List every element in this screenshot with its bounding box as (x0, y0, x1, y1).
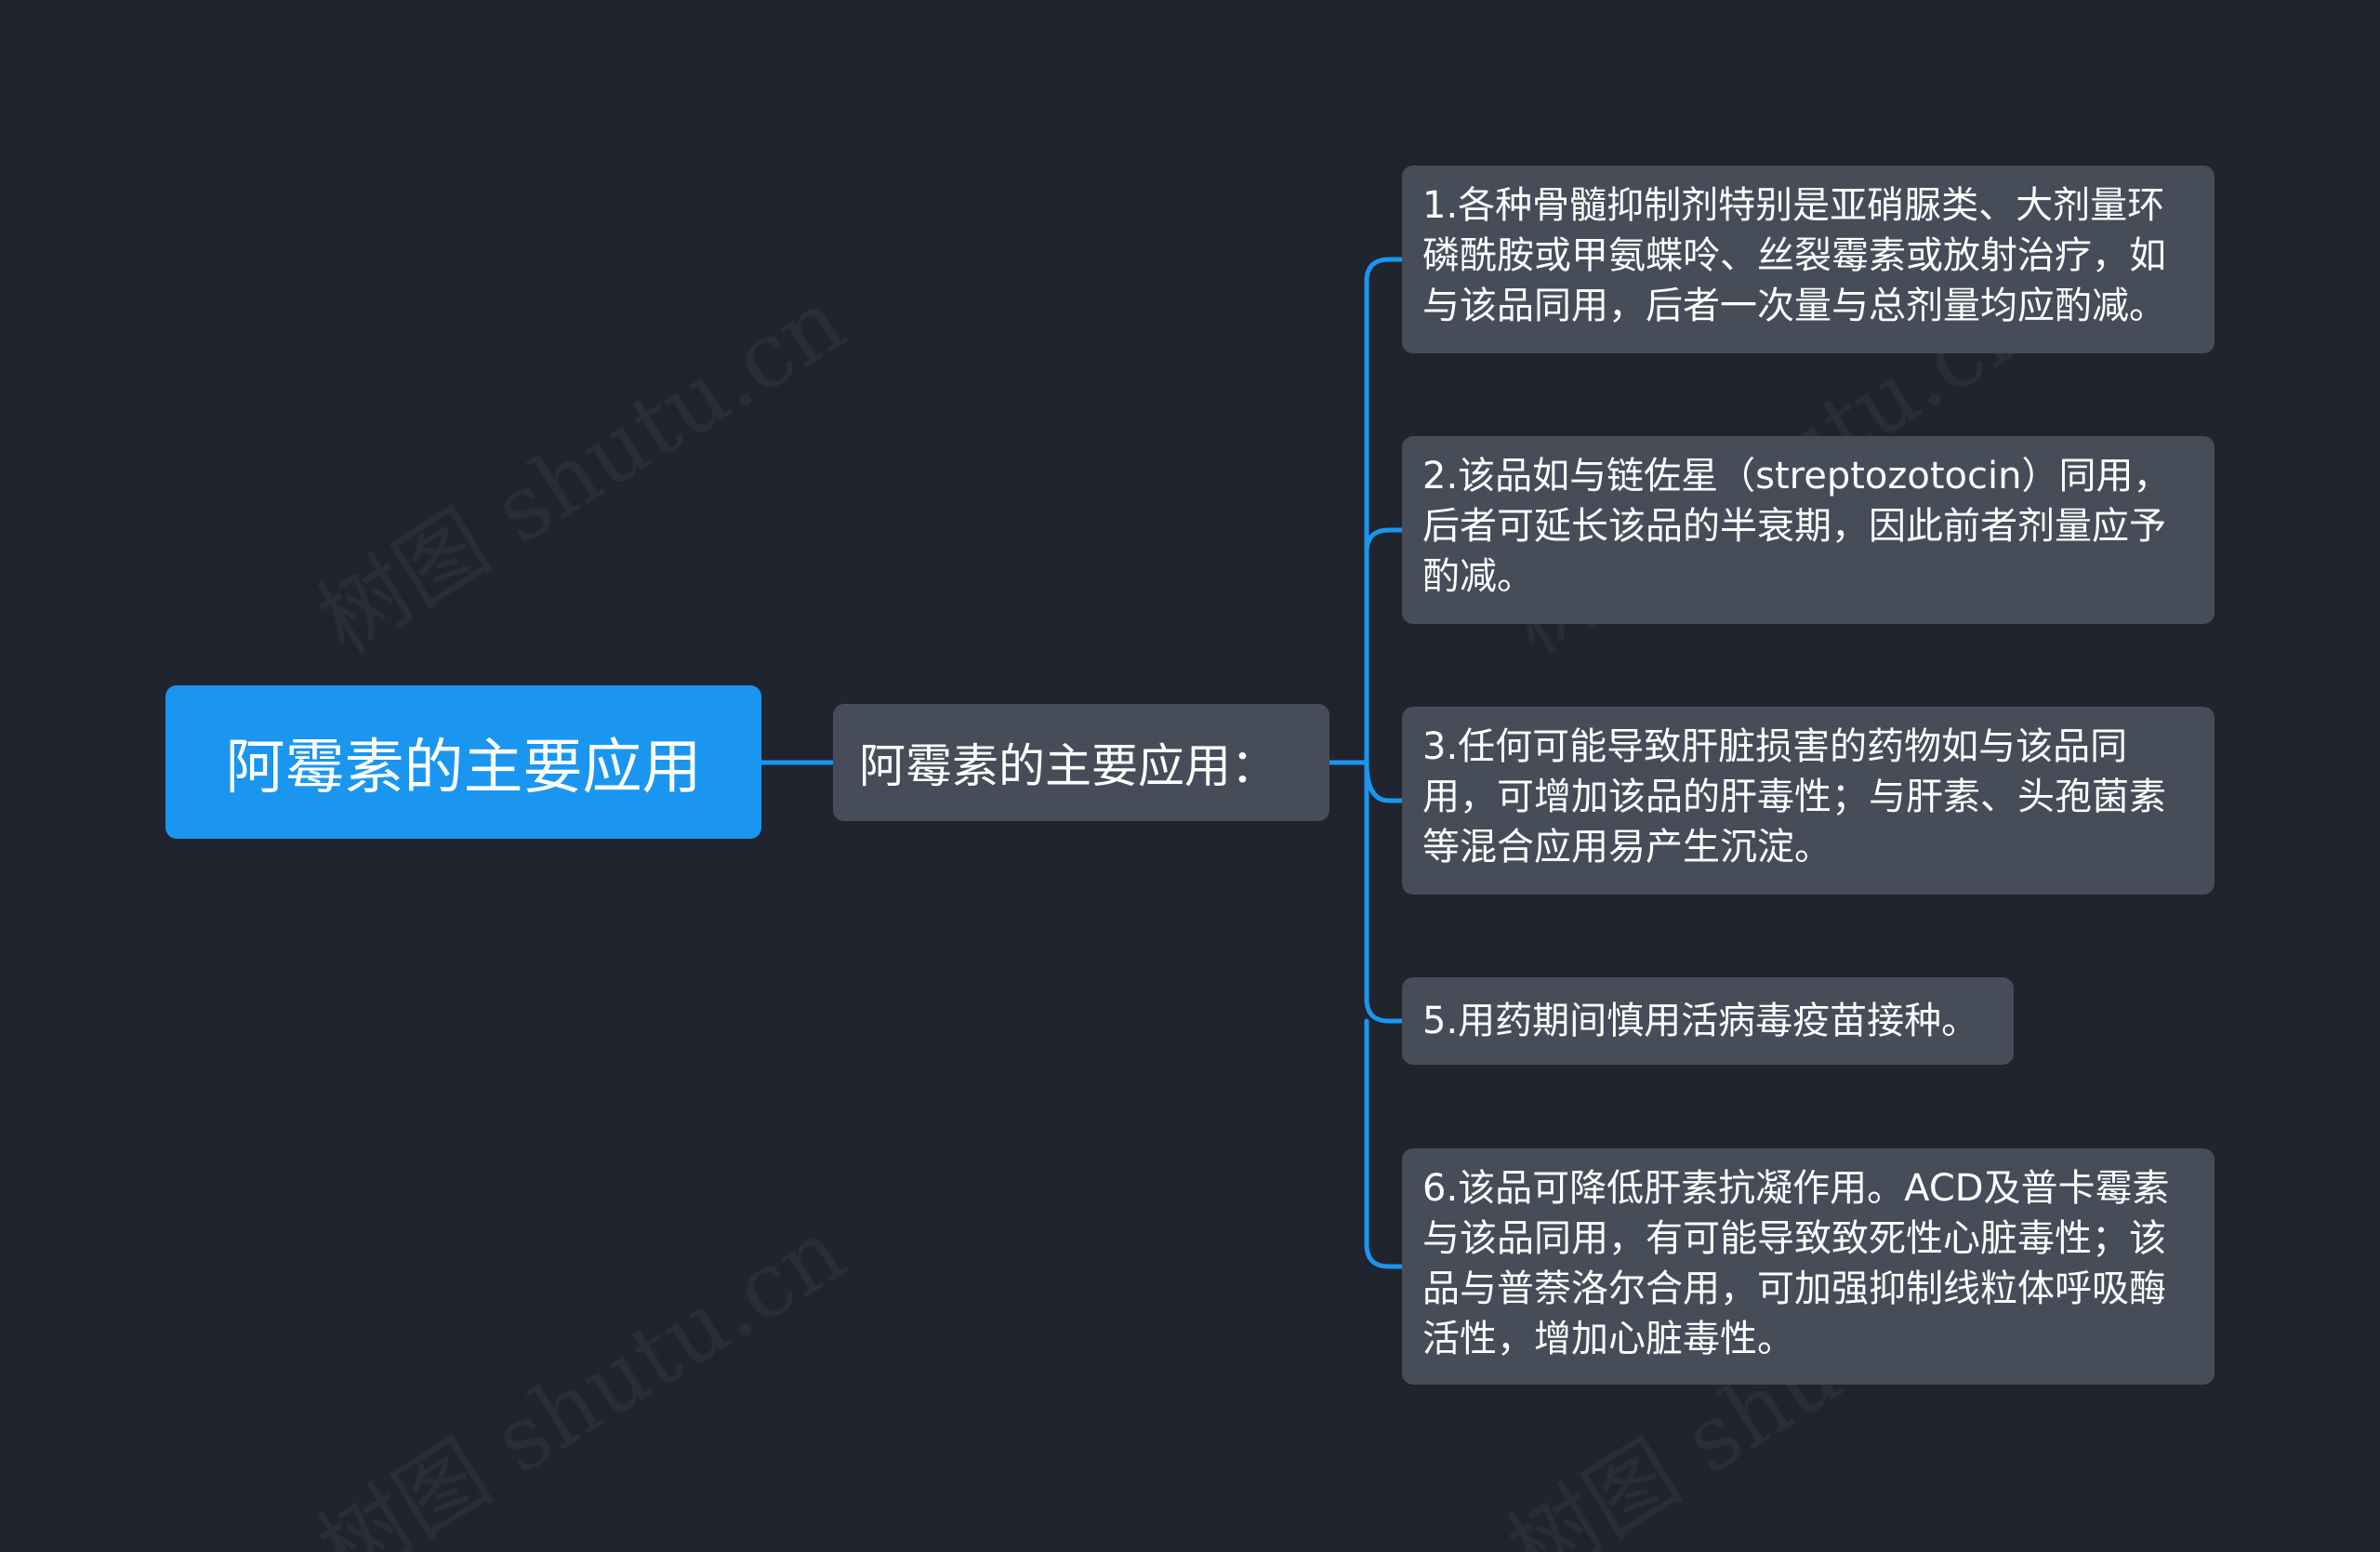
root-topic-node[interactable]: 阿霉素的主要应用 (165, 685, 761, 839)
connector-leaf-1 (1364, 257, 1405, 765)
connector-leaf-5 (1364, 1018, 1405, 1269)
leaf-topic-node-3[interactable]: 3.任何可能导致肝脏损害的药物如与该品同用，可增加该品的肝毒性；与肝素、头孢菌素… (1402, 707, 2215, 895)
leaf-topic-node-5[interactable]: 5.用药期间慎用活病毒疫苗接种。 (1402, 977, 2014, 1065)
leaf-topic-node-1[interactable]: 1.各种骨髓抑制剂特别是亚硝脲类、大剂量环磷酰胺或甲氨蝶呤、丝裂霉素或放射治疗，… (1402, 166, 2215, 353)
connector-leaf-4 (1364, 760, 1405, 1024)
leaf-topic-node-6[interactable]: 6.该品可降低肝素抗凝作用。ACD及普卡霉素与该品同用，有可能导致致死性心脏毒性… (1402, 1148, 2215, 1385)
leaf-topic-node-2[interactable]: 2.该品如与链佐星（streptozotocin）同用，后者可延长该品的半衰期，… (1402, 436, 2215, 624)
connector-leaf-2 (1364, 527, 1405, 555)
branch-topic-node[interactable]: 阿霉素的主要应用： (833, 704, 1329, 821)
connector-leaf-3 (1364, 760, 1405, 803)
